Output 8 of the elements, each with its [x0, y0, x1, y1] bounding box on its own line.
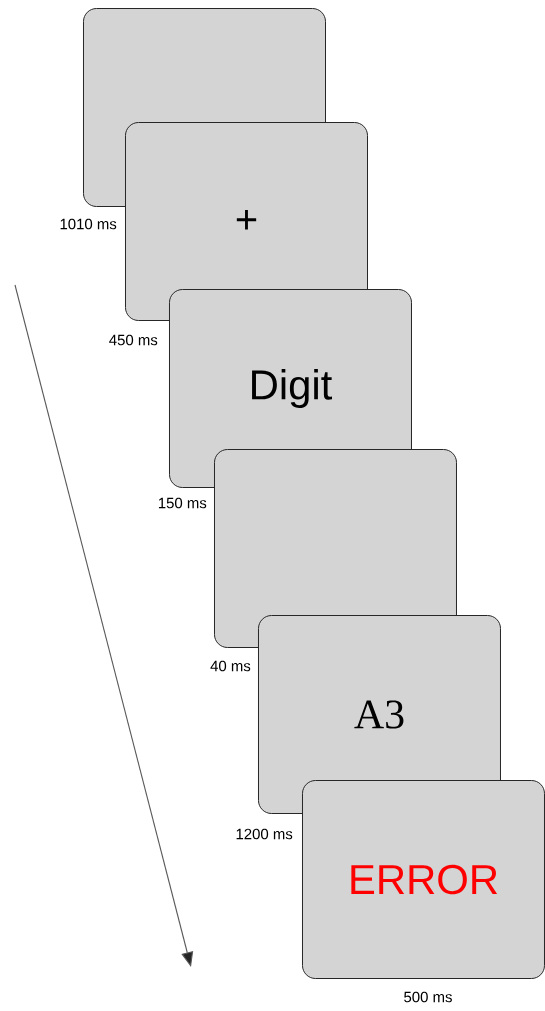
screen-box: ERROR	[302, 780, 545, 979]
duration-label: 1010 ms	[60, 218, 117, 230]
node-label: ERROR	[351, 864, 498, 895]
duration-label: 500 ms	[404, 991, 452, 1003]
duration-label: 40 ms	[210, 660, 251, 672]
duration-label: 1200 ms	[236, 828, 293, 840]
duration-label: 450 ms	[109, 334, 158, 346]
duration-label: 150 ms	[158, 497, 207, 509]
